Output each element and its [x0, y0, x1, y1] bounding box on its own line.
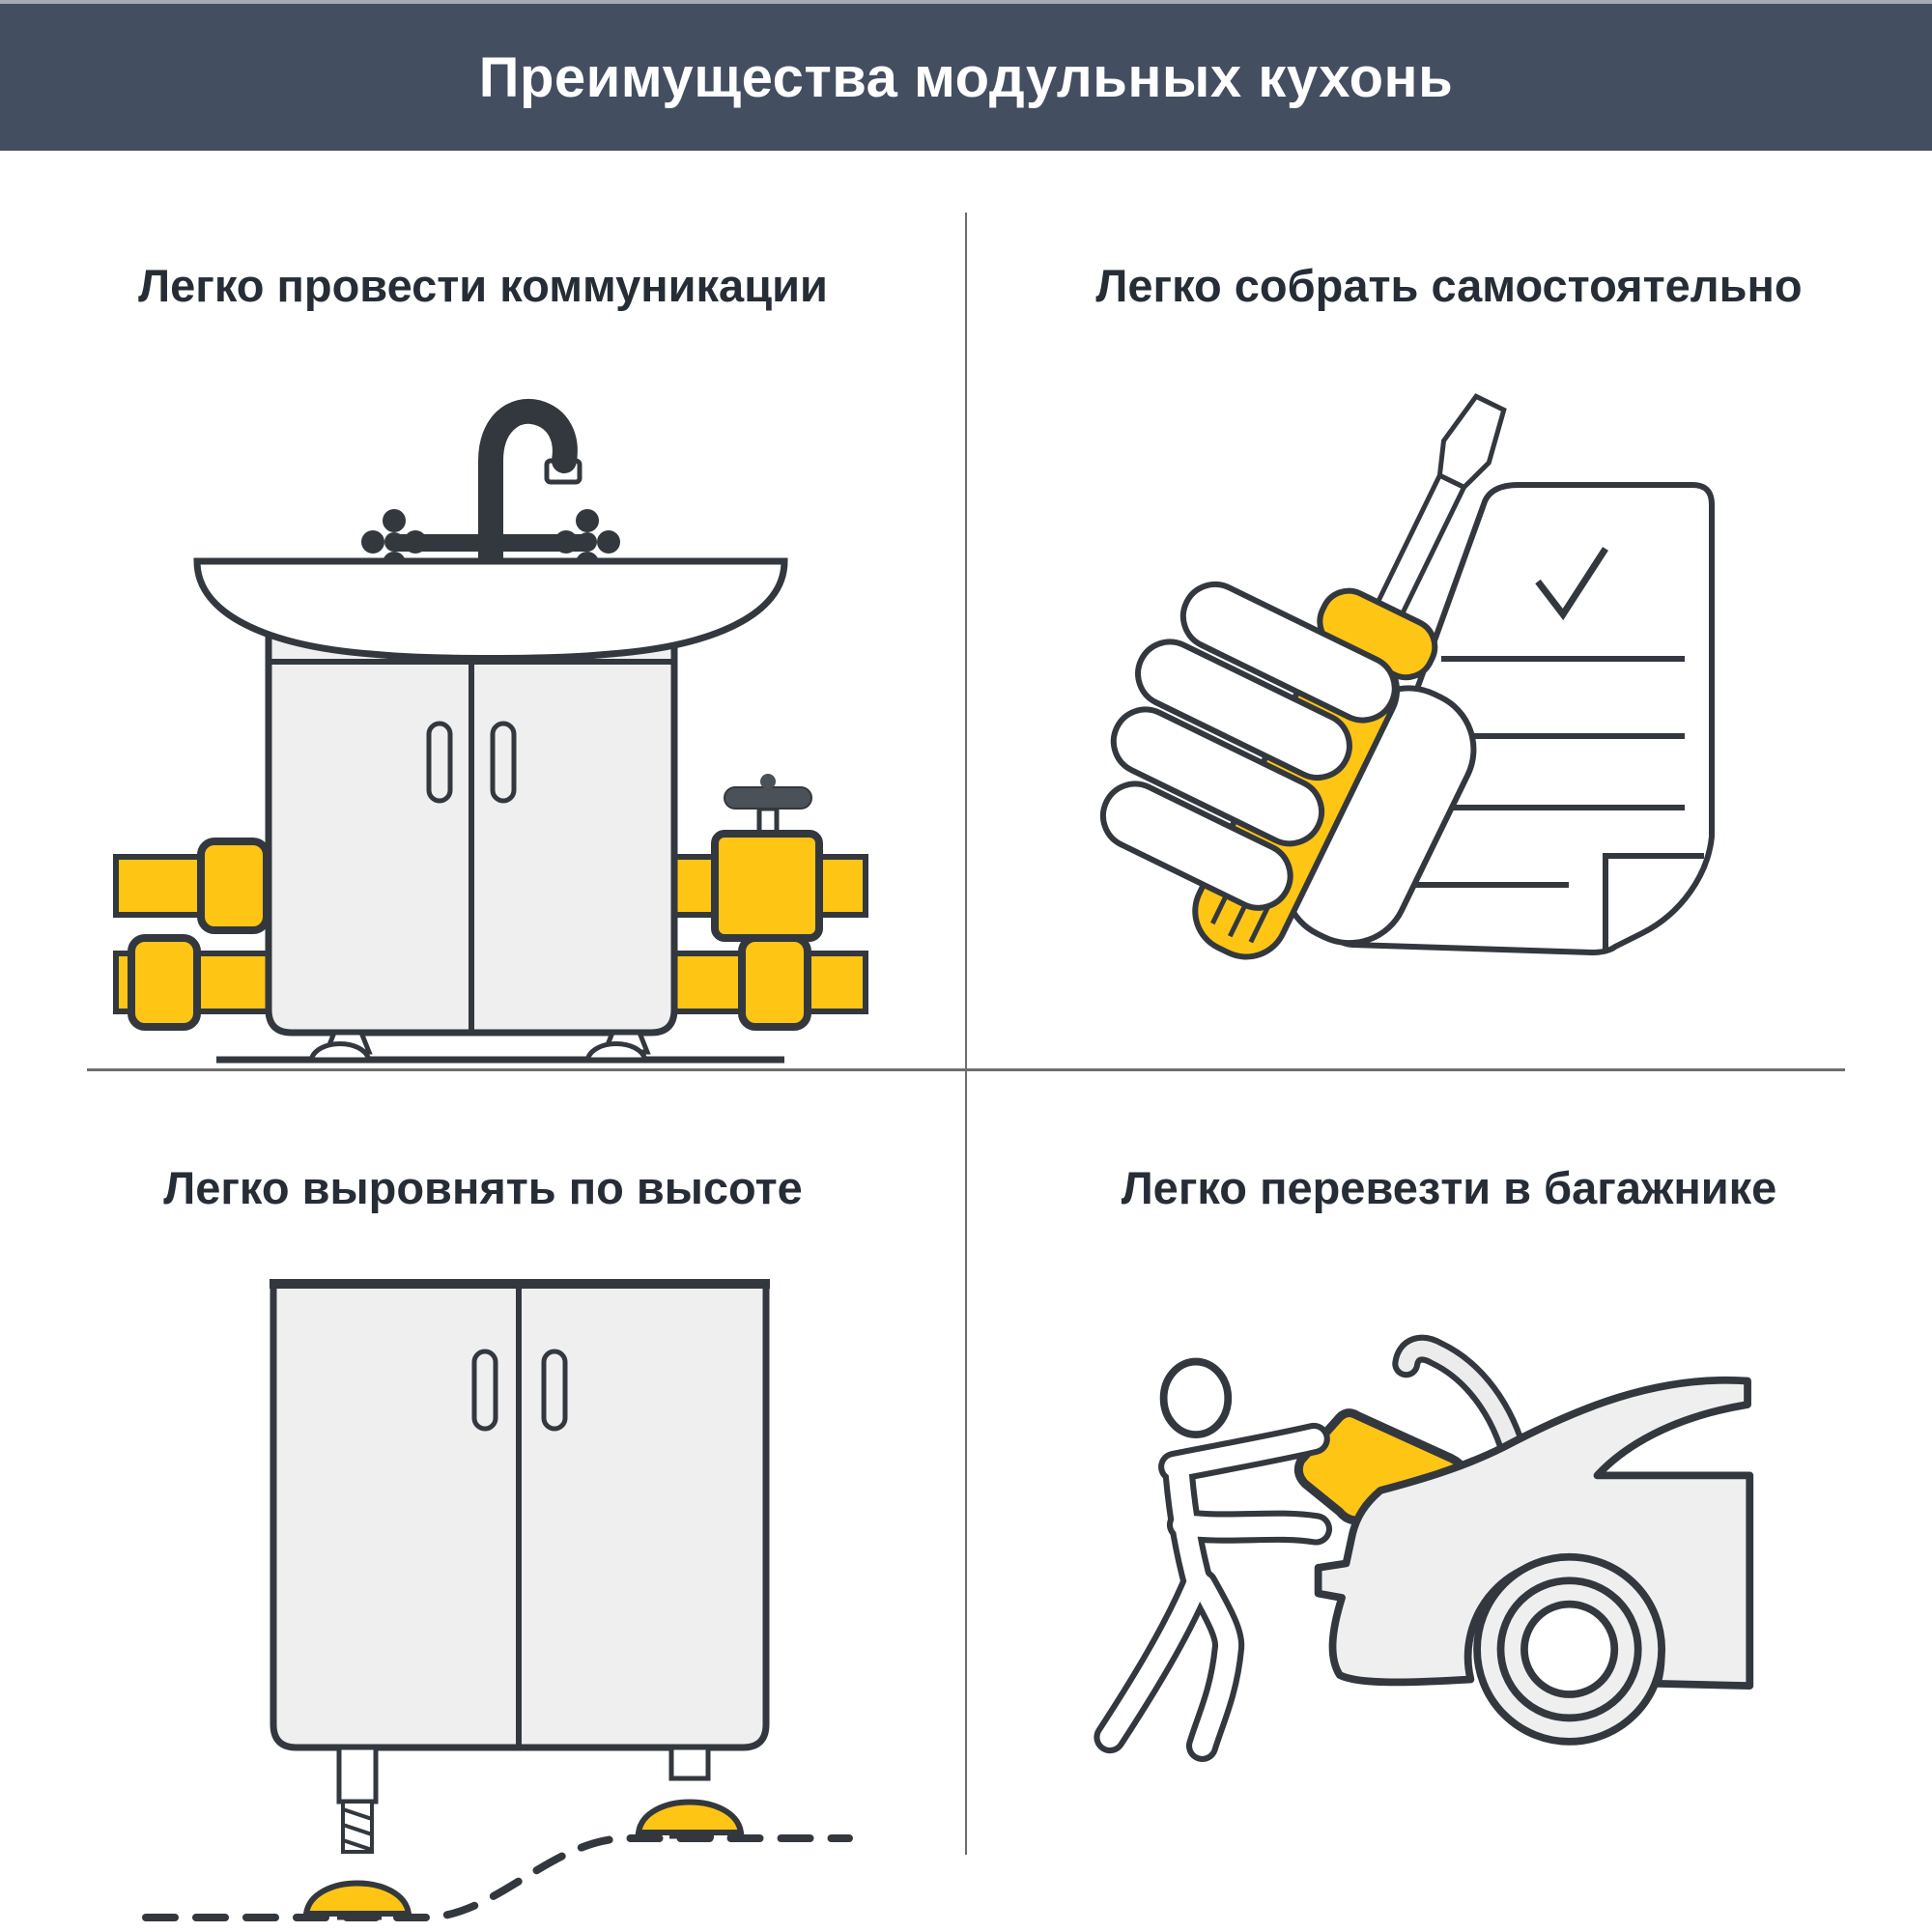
adjustable-foot-right-icon: [635, 1745, 745, 1839]
horizontal-divider: [87, 1068, 1845, 1071]
door-handle-icon: [541, 1349, 568, 1432]
adjustable-foot-left-icon: [302, 1745, 412, 1920]
caption-transport: Легко перевезти в багажнике: [1121, 1162, 1777, 1213]
faucet-icon: [361, 398, 620, 582]
sink-bowl-icon: [193, 557, 788, 662]
door-handle-icon: [426, 721, 453, 804]
door-handle-icon: [490, 721, 517, 804]
pipes-left-icon: [113, 838, 277, 1031]
person-icon: [1094, 1357, 1333, 1763]
wheel-icon: [1473, 1552, 1666, 1746]
caption-utilities: Легко провести коммуникации: [138, 260, 828, 311]
vertical-divider: [965, 213, 967, 1855]
hand-with-screwdriver-icon: [1099, 393, 1507, 960]
fingers-icon: [1099, 581, 1398, 911]
person-head-icon: [1159, 1357, 1233, 1439]
uneven-floor-dashed-line: [142, 1834, 853, 1921]
car-icon: [1314, 1376, 1754, 1746]
page-title: Преимущества модульных кухонь: [478, 45, 1454, 109]
folded-corner-icon: [1603, 853, 1704, 951]
header-bar: Преимущества модульных кухонь: [0, 0, 1932, 151]
valve-icon: [711, 774, 823, 942]
sink-cabinet-pipes-illustration: [113, 398, 868, 1064]
door-handle-icon: [471, 1349, 498, 1432]
sink-cabinet-icon: [265, 611, 678, 1063]
car-trunk-loading-illustration: [1094, 1334, 1754, 1763]
screwdriver-checklist-illustration: [1099, 393, 1715, 960]
caption-assembly: Легко собрать самостоятельно: [1095, 260, 1803, 311]
pipes-right-icon: [668, 774, 868, 1031]
flat-blade-icon: [1436, 393, 1507, 491]
checkmark-icon: [1535, 547, 1608, 621]
leveling-cabinet-illustration: [142, 1279, 853, 1921]
cabinet-icon: [270, 1279, 770, 1751]
caption-leveling: Легко выровнять по высоте: [163, 1162, 803, 1213]
